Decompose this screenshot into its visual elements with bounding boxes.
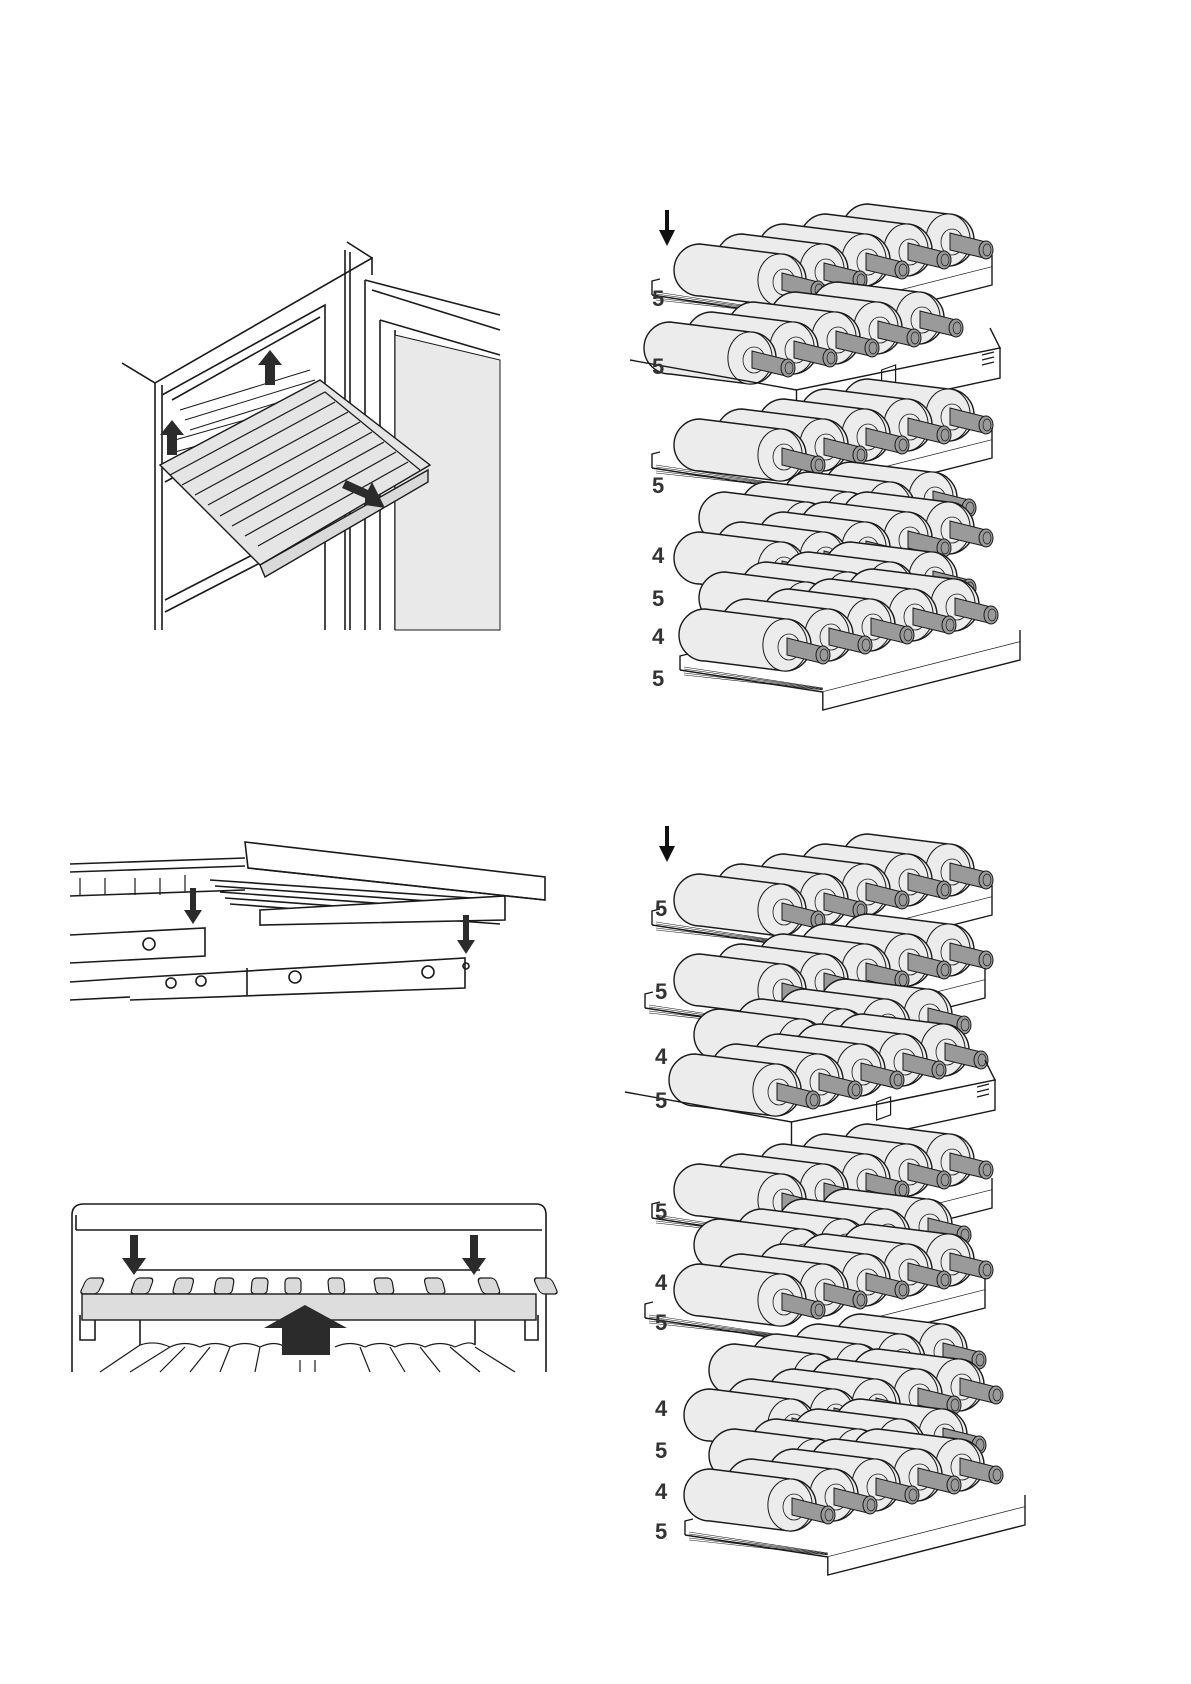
rack-config-1-figure [629,200,1090,711]
arrow-down-icon [457,915,475,954]
wine-bottle [668,1053,821,1117]
row-count-label: 4 [655,1270,668,1295]
arrow-down-icon [658,826,676,867]
shelf-removal-illustration [121,241,501,631]
row-count-label: 5 [652,586,665,611]
wine-bottle [673,873,826,937]
rack-config-2-illustration [624,833,1026,1576]
rail-mounting-figure [60,820,560,1020]
arrow-up-icon [160,420,184,455]
shelf-slats [80,1277,558,1295]
row-count-label: 5 [655,979,668,1004]
row-count-label: 4 [655,1479,668,1504]
arrow-up-large-icon [264,1305,347,1355]
vent-grille [981,356,995,361]
arrow-down-icon [462,1235,486,1275]
row-count-label: 5 [652,473,665,498]
arrow-up-icon [258,350,282,385]
rack-config-2-figure [624,830,1090,1576]
wine-shelf [679,630,1021,711]
wine-shelf [684,1495,1026,1576]
row-count-label: 5 [652,666,665,691]
label-holder [876,1096,892,1121]
row-count-label: 5 [655,1310,668,1335]
shelf-front [827,1507,1026,1576]
row-count-label: 5 [655,1438,668,1463]
pulled-shelf [158,379,432,566]
arrow-down-icon [658,210,676,251]
vent-grille [976,1093,990,1098]
rail-mounting-illustration [69,841,546,1001]
vent-grille [976,1088,990,1093]
row-count-label: 4 [655,1396,668,1421]
shelf-front [822,642,1021,711]
vent-grille [981,361,995,366]
wine-bottle [673,1263,826,1327]
arrow-down-icon [184,888,202,924]
shelf-insert-figure [60,1190,560,1390]
row-count-label: 5 [655,896,668,921]
row-count-label: 5 [655,1088,668,1113]
shelf-removal-figure [110,220,501,640]
rack-config-1-illustration [629,203,1021,711]
wine-bottle [673,243,826,307]
arrow-forward-icon [342,480,385,508]
door-glass-panel [394,334,501,631]
row-count-label: 5 [655,1519,668,1544]
vent-grille [976,1083,990,1088]
row-count-label: 5 [655,1199,668,1224]
row-count-label: 5 [652,286,665,311]
row-count-label: 4 [652,624,665,649]
wine-bottle [683,1468,836,1532]
row-count-label: 4 [652,543,665,568]
row-count-label: 5 [652,354,665,379]
wine-bottle [678,608,831,672]
vent-grille [981,351,995,356]
wine-bottle [673,418,826,482]
row-count-label: 4 [655,1044,668,1069]
shelf-insert-illustration [71,1203,558,1373]
arrow-down-icon [122,1235,146,1275]
